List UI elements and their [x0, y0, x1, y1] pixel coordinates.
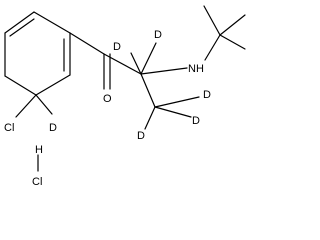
- tbutyl-methyl-bond: [219, 34, 246, 50]
- methyl-d-bond: [154, 96, 200, 108]
- alpha-n-bond: [140, 67, 188, 75]
- tbutyl-methyl-bond: [219, 14, 246, 36]
- chemical-structure: NH O Cl D D D D D D H Cl: [4, 5, 246, 188]
- chlorine-salt-label: Cl: [32, 176, 42, 188]
- c-cl-bond: [15, 94, 37, 118]
- carbonyl-alpha-bond: [103, 53, 142, 75]
- methyl-d-bond: [144, 106, 156, 130]
- ring-bond: [4, 75, 37, 96]
- ring-carbonyl-bond: [69, 32, 105, 55]
- oxygen-label: O: [103, 93, 112, 105]
- deuterium-alpha-top-label: D: [154, 29, 162, 41]
- ring-bond: [33, 11, 71, 34]
- c-d-bond: [35, 94, 53, 115]
- deuterium-methyl-3-label: D: [192, 115, 200, 127]
- alpha-methyl-bond: [140, 73, 156, 108]
- alpha-d-bond: [130, 52, 142, 75]
- deuterium-methyl-2-label: D: [137, 130, 145, 142]
- ring-bond: [35, 74, 71, 96]
- n-tbutyl-bond: [204, 34, 221, 61]
- methyl-d-bond: [154, 106, 192, 118]
- ring-double-bond: [9, 18, 35, 37]
- hydrogen-salt-label: H: [35, 144, 43, 156]
- deuterium-ring-label: D: [49, 122, 57, 134]
- alpha-d-bond: [140, 42, 157, 75]
- nitrogen-label: NH: [188, 63, 204, 75]
- deuterium-alpha-left-label: D: [113, 41, 121, 53]
- ring-bond: [4, 11, 35, 34]
- tbutyl-methyl-bond: [203, 5, 221, 36]
- chlorine-ring-label: Cl: [4, 122, 14, 134]
- deuterium-methyl-1-label: D: [203, 89, 211, 101]
